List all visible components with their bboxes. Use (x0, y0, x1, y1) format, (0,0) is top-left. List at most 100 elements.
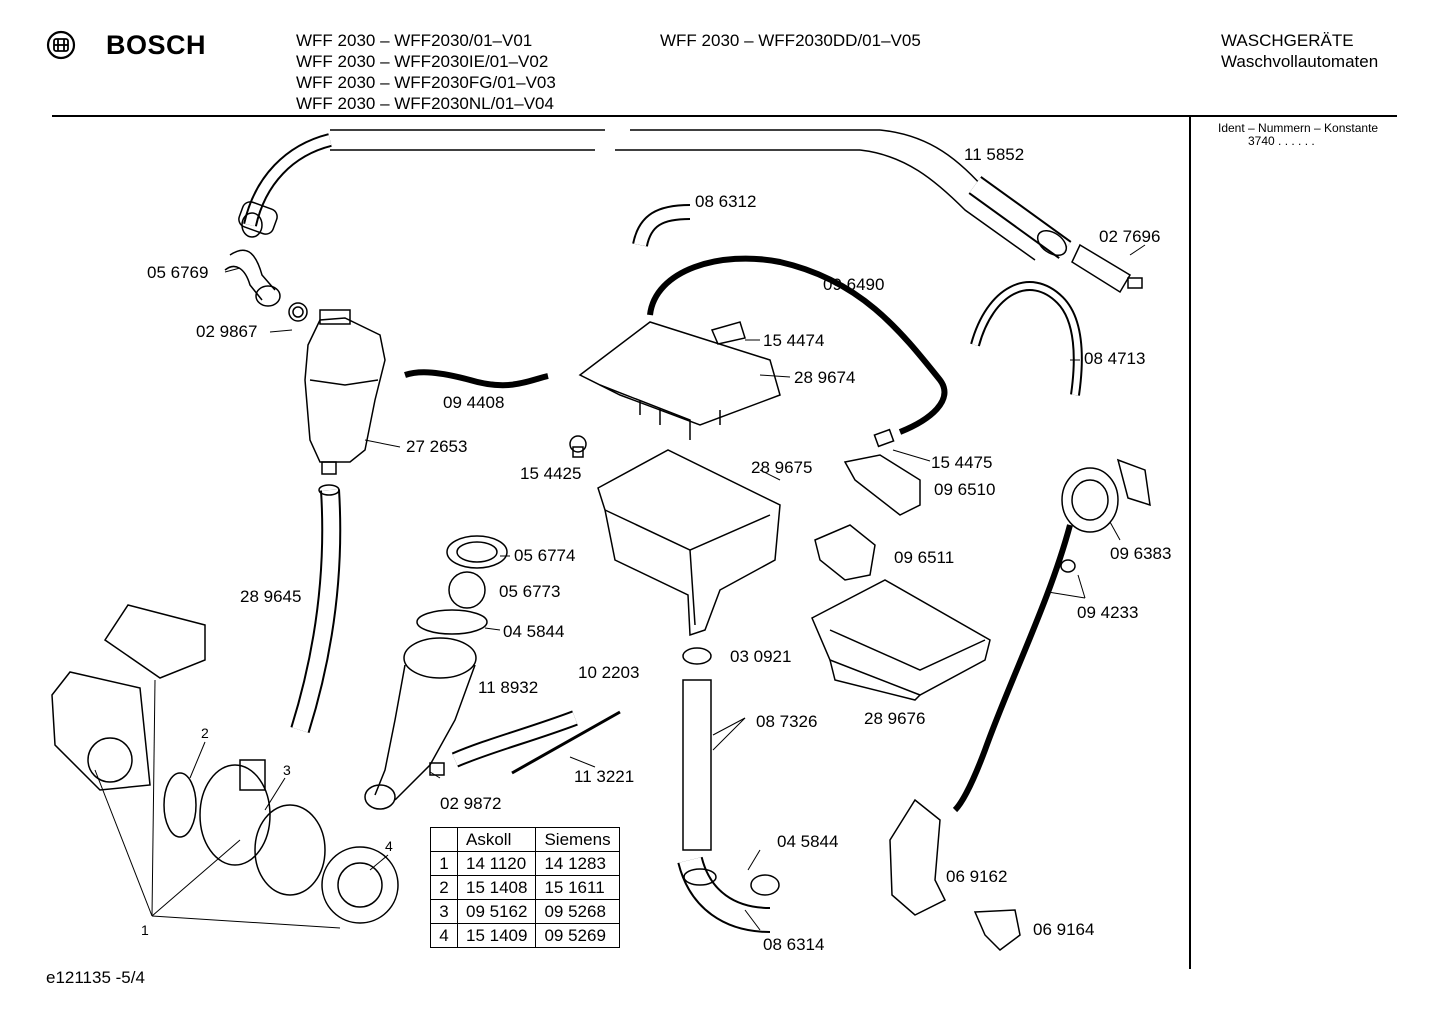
pressure-switch-part (1061, 458, 1151, 533)
part-label: 15 4474 (763, 331, 825, 350)
plug-part (1071, 243, 1143, 294)
part-label: 05 6774 (514, 546, 576, 565)
valve-part (843, 454, 921, 516)
model-line: WFF 2030 – WFF2030IE/01–V02 (296, 52, 549, 71)
bracket-06-9162-part (889, 798, 947, 916)
hose-09-6490-part (647, 255, 948, 435)
part-label: 02 7696 (1099, 227, 1161, 246)
table-cell: 1 (430, 851, 458, 876)
drain-hose-part (290, 484, 342, 733)
table-header-row: Askoll Siemens (430, 827, 620, 852)
table-row: 2 15 1408 15 1611 (430, 875, 620, 900)
container-part (304, 309, 386, 475)
part-label: 11 8932 (478, 678, 539, 697)
part-label: 28 9675 (751, 458, 813, 477)
table-cell: 15 1409 (456, 923, 537, 948)
part-label: 09 4233 (1077, 603, 1139, 622)
part-label: 11 5852 (964, 145, 1025, 164)
table-cell: 14 1283 (535, 851, 620, 876)
callout-lines (94, 244, 1146, 931)
table-cell: 4 (430, 923, 458, 948)
part-label: 15 4425 (520, 464, 582, 483)
category-subtitle: Waschvollautomaten (1221, 52, 1379, 71)
model-line: WFF 2030 – WFF2030/01–V01 (296, 31, 533, 50)
part-label: 02 9867 (196, 322, 258, 341)
pump-assembly-part (51, 604, 399, 924)
ident-title: Ident – Nummern – Konstante (1218, 121, 1379, 135)
part-label: 08 6312 (695, 192, 757, 211)
part-label: 15 4475 (931, 453, 993, 472)
category-title: WASCHGERÄTE (1221, 31, 1354, 50)
table-cell: 2 (430, 875, 458, 900)
part-label: 10 2203 (578, 663, 640, 682)
part-label: 09 6511 (894, 548, 955, 567)
bosch-logo-icon (46, 30, 76, 60)
connector-part (873, 428, 895, 448)
table-cell: 3 (430, 899, 458, 924)
part-label: 09 6510 (934, 480, 996, 499)
table-cell: 09 5162 (456, 899, 537, 924)
part-label: 05 6769 (147, 263, 209, 282)
table-row: 4 15 1409 09 5269 (430, 923, 620, 948)
table-cell: 15 1408 (456, 875, 537, 900)
bellows-part (364, 535, 508, 810)
table-cell: 15 1611 (535, 875, 620, 900)
part-label: 02 9872 (440, 794, 502, 813)
model-list: WFF 2030 – WFF2030/01–V01 WFF 2030 – WFF… (296, 30, 556, 114)
part-label: 09 6490 (823, 275, 885, 294)
part-label: 05 6773 (499, 582, 561, 601)
rod-part (511, 710, 621, 775)
ident-value: 3740 . . . . . . (1248, 134, 1315, 148)
part-label: 08 6314 (763, 935, 825, 954)
part-label: 11 3221 (574, 767, 635, 786)
table-header: Siemens (535, 827, 620, 852)
part-label: 08 4713 (1084, 349, 1146, 368)
small-hose-part (404, 369, 549, 389)
callout-number: 1 (141, 922, 149, 938)
part-label: 28 9674 (794, 368, 856, 387)
callout-number: 2 (201, 725, 209, 741)
part-label: 28 9645 (240, 587, 302, 606)
header-divider (52, 115, 1397, 117)
part-label: 03 0921 (730, 647, 792, 666)
part-label: 06 9164 (1033, 920, 1095, 939)
part-06-9164 (973, 909, 1021, 951)
model-line-right: WFF 2030 – WFF2030DD/01–V05 (660, 31, 921, 50)
callout-number: 4 (385, 838, 393, 854)
category: WASCHGERÄTE Waschvollautomaten (1221, 30, 1378, 72)
table-header (430, 827, 458, 852)
table-row: 1 14 1120 14 1283 (430, 851, 620, 876)
table-cell: 09 5268 (535, 899, 620, 924)
part-label: 06 9162 (946, 867, 1008, 886)
nozzle-part (569, 435, 587, 458)
model-line: WFF 2030 – WFF2030FG/01–V03 (296, 73, 556, 92)
elbow-connector-part (224, 201, 308, 322)
variants-table: Askoll Siemens 1 14 1120 14 1283 2 15 14… (430, 827, 620, 948)
hose-08-6312-part (632, 204, 691, 247)
ring-02-9872-part (429, 762, 445, 776)
brand-name: BOSCH (106, 30, 207, 60)
model-line: WFF 2030 – WFF2030NL/01–V04 (296, 94, 554, 113)
drawer-part (811, 579, 991, 701)
dispenser-housing-part (597, 449, 781, 637)
callout-number: 3 (283, 762, 291, 778)
part-label: 09 4408 (443, 393, 505, 412)
part-label: 04 5844 (777, 832, 839, 851)
long-hose-part (243, 129, 1072, 261)
part-label: 27 2653 (406, 437, 468, 456)
pressure-hose-part (952, 524, 1073, 813)
clamp-part (1060, 559, 1076, 573)
part-label: 08 7326 (756, 712, 818, 731)
lid-part (578, 321, 781, 440)
part-label: 04 5844 (503, 622, 565, 641)
document-code: e121135 -5/4 (46, 968, 145, 987)
clip-part (710, 321, 746, 345)
part-label: 09 6383 (1110, 544, 1172, 563)
table-row: 3 09 5162 09 5268 (430, 899, 620, 924)
vertical-tube-part (677, 647, 771, 933)
table-header: Askoll (456, 827, 537, 852)
hose-08-6314-part (683, 868, 780, 896)
side-divider (1189, 117, 1191, 969)
table-cell: 09 5269 (535, 923, 620, 948)
